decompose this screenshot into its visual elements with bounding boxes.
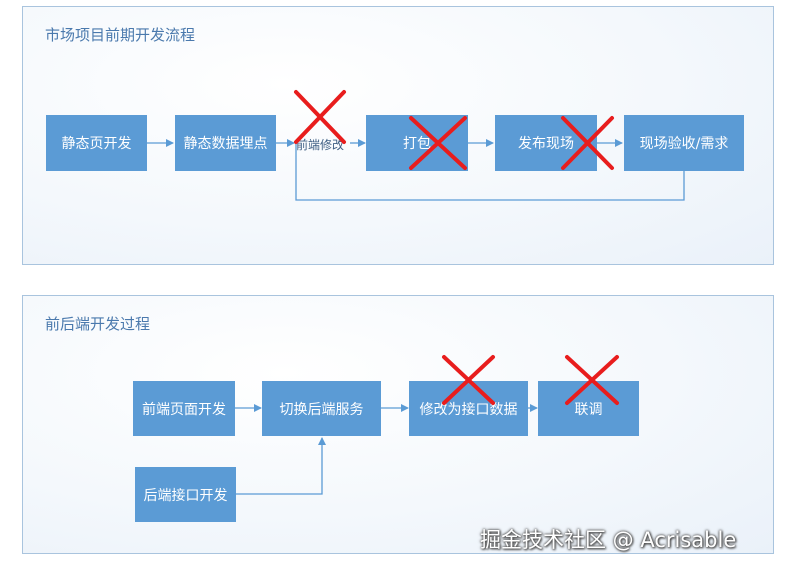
- frontend-fix-label: 前端修改: [296, 138, 345, 152]
- onsite-acceptance-box: 现场验收/需求: [624, 115, 744, 171]
- release-onsite-box: 发布现场: [495, 115, 597, 171]
- cross-mark-icon: [442, 355, 495, 405]
- backend-api-dev-box: 后端接口开发: [135, 467, 236, 522]
- loop-back-connector: [295, 143, 685, 201]
- watermark: 掘金技术社区 @ Acrisable: [480, 528, 737, 552]
- connector-arrow: [236, 437, 326, 495]
- cross-mark-icon: [565, 355, 619, 405]
- switch-backend-service-box: 切换后端服务: [262, 381, 381, 436]
- frontend-page-dev-box: 前端页面开发: [133, 381, 235, 436]
- cross-mark-icon: [294, 90, 346, 144]
- panel-title: 市场项目前期开发流程: [45, 26, 196, 44]
- change-to-api-data-box: 修改为接口数据: [409, 381, 528, 436]
- cross-mark-icon: [561, 116, 614, 170]
- static-data-tracking-box: 静态数据埋点: [175, 115, 276, 171]
- static-page-dev-box: 静态页开发: [46, 115, 147, 171]
- panel-title: 前后端开发过程: [45, 315, 151, 333]
- cross-mark-icon: [409, 116, 467, 170]
- integration-box: 联调: [538, 381, 639, 436]
